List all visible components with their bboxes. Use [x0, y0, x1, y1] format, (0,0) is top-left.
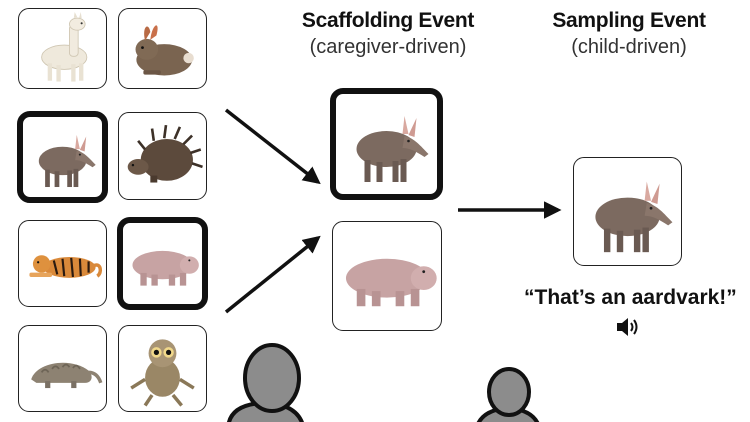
aardvark-image: [595, 181, 673, 253]
llama-image: [41, 11, 88, 82]
sampling-title: Sampling Event: [552, 9, 706, 32]
grid-card-llama[interactable]: [18, 8, 107, 89]
pangolin-image: [31, 362, 103, 389]
hippo-image: [132, 250, 199, 286]
arrow-icon: [224, 235, 321, 314]
aardvark-image: [356, 116, 429, 182]
scaffolding-title: Scaffolding Event: [301, 9, 475, 32]
grid-card-hippo[interactable]: [117, 217, 208, 310]
aardvark-image: [38, 134, 96, 188]
scaffold-card-aardvark[interactable]: [330, 88, 443, 200]
tarsier-image: [130, 339, 195, 407]
hippo-image: [345, 258, 437, 307]
grid-card-tarsier[interactable]: [118, 325, 207, 412]
person-icon: [476, 367, 540, 422]
grid-card-rabbit[interactable]: [118, 8, 207, 89]
grid-card-tiger[interactable]: [18, 220, 107, 307]
person-icon: [227, 343, 304, 422]
arrow-icon: [224, 108, 321, 185]
rabbit-image: [135, 25, 194, 76]
tiger-image: [29, 255, 103, 278]
sampling-subtitle: (child-driven): [571, 36, 687, 58]
grid-card-porcupine[interactable]: [118, 112, 207, 200]
scaffolding-subtitle: (caregiver-driven): [309, 36, 467, 58]
grid-card-aardvark[interactable]: [17, 111, 108, 203]
speaker-icon: [617, 318, 638, 336]
porcupine-image: [127, 124, 203, 183]
utterance-text: “That’s an aardvark!”: [524, 286, 737, 309]
grid-card-pangolin[interactable]: [18, 325, 107, 412]
scaffold-card-hippo[interactable]: [332, 221, 442, 331]
sampled-card-aardvark[interactable]: [573, 157, 682, 266]
